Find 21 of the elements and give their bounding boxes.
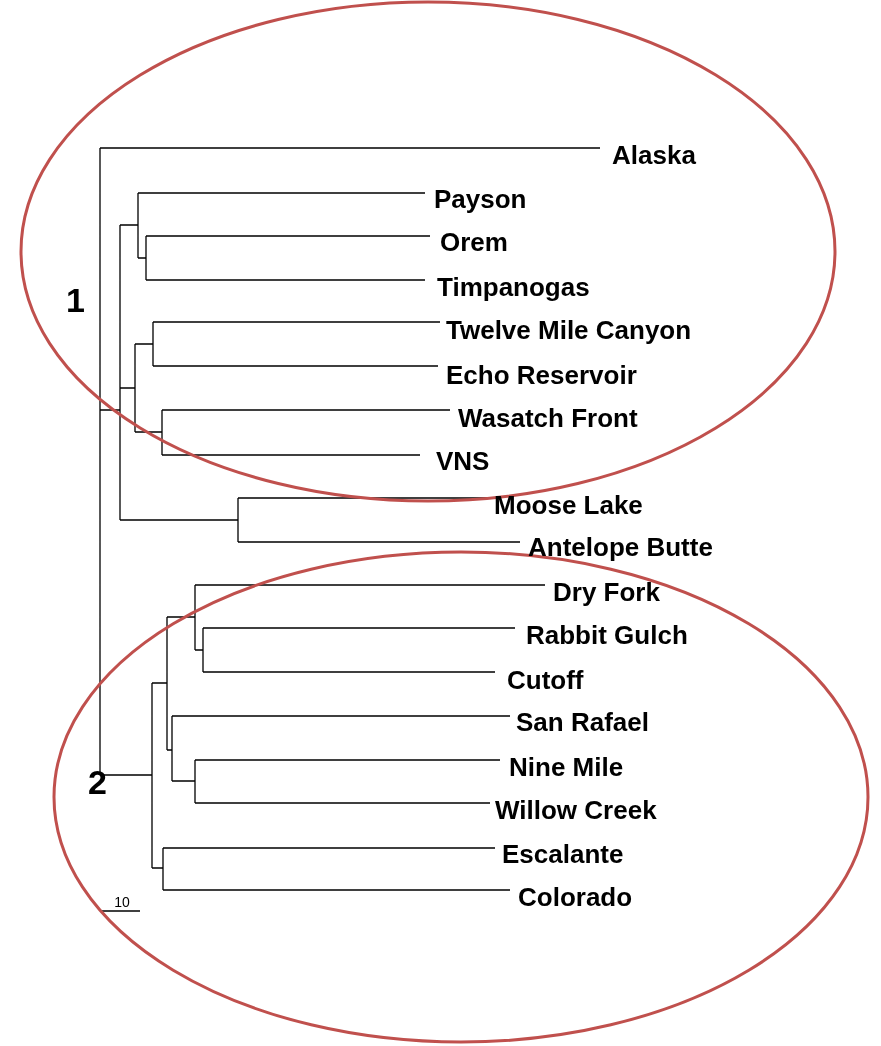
leaf-label: Colorado [518,884,633,910]
leaf-label: Timpanogas [437,274,590,300]
leaf-label: Nine Mile [509,754,624,780]
leaf-label: Payson [434,186,527,212]
scale-label: 10 [114,895,130,909]
cluster-number: 2 [88,765,107,799]
leaf-label: Echo Reservoir [446,362,637,388]
leaf-label: Rabbit Gulch [526,622,688,648]
leaf-label: Orem [440,229,508,255]
leaf-label: Dry Fork [553,579,660,605]
leaf-label: San Rafael [516,709,649,735]
leaf-label: Cutoff [507,667,584,693]
leaf-label: Wasatch Front [458,405,638,431]
leaf-label: VNS [436,448,490,474]
leaf-label: Escalante [502,841,624,867]
leaf-label: Moose Lake [494,492,643,518]
leaf-label: Willow Creek [495,797,657,823]
leaf-label: Twelve Mile Canyon [446,317,692,343]
leaf-label: Alaska [612,142,696,168]
cluster-number: 1 [66,283,85,317]
leaf-label: Antelope Butte [528,534,713,560]
